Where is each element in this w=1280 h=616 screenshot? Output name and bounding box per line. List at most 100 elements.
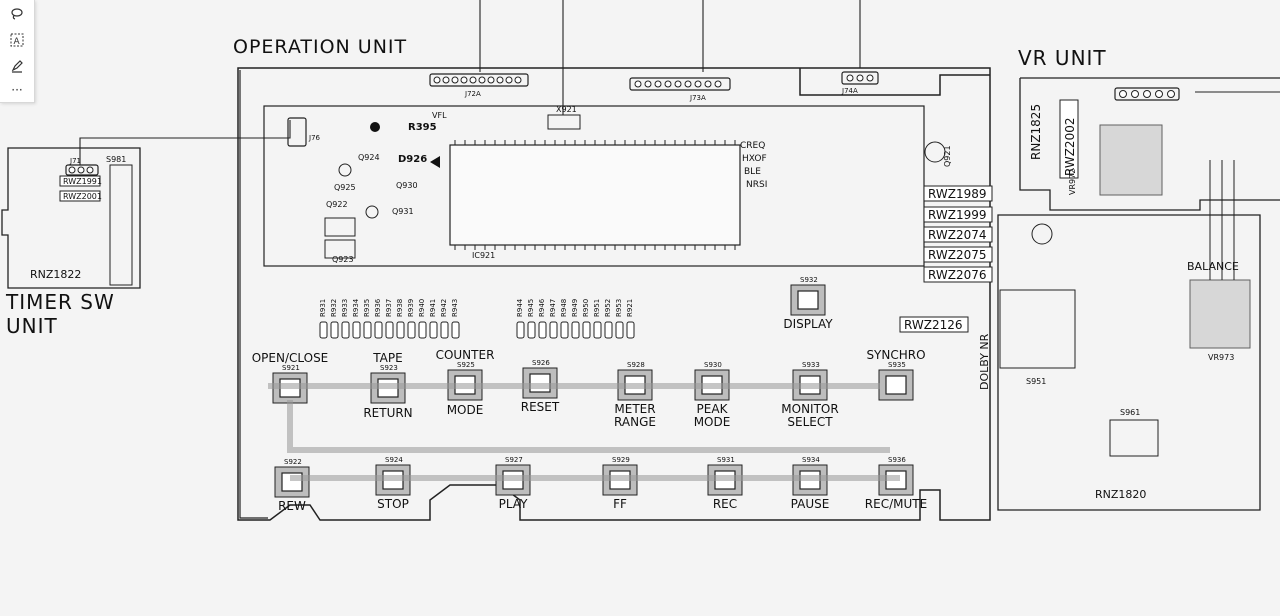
operation-board-outline bbox=[237, 67, 991, 521]
switch-id: S931 bbox=[717, 456, 735, 464]
resistor-label: R952 bbox=[604, 299, 612, 317]
q931-label: Q931 bbox=[392, 207, 414, 216]
resistor bbox=[560, 321, 569, 339]
button-label: RESET bbox=[521, 400, 560, 414]
vr972-pot bbox=[1099, 124, 1163, 196]
switch-id: S926 bbox=[532, 359, 550, 367]
button-label: DISPLAY bbox=[783, 317, 833, 331]
resistor bbox=[615, 321, 624, 339]
connector-label: J72A bbox=[464, 90, 481, 98]
resistor-label: R933 bbox=[341, 299, 349, 317]
button-label: MONITOR bbox=[781, 402, 838, 416]
button-label: PLAY bbox=[499, 497, 528, 511]
s951-label: S951 bbox=[1026, 377, 1046, 386]
vr-board-number: RNZ1825 bbox=[1029, 104, 1043, 160]
timer-board-number: RNZ1822 bbox=[30, 268, 81, 281]
switch-id: S932 bbox=[800, 276, 818, 284]
ic921-label: IC921 bbox=[472, 251, 495, 260]
resistor bbox=[352, 321, 361, 339]
svg-text:A: A bbox=[14, 37, 21, 47]
resistor-label: R935 bbox=[363, 299, 371, 317]
resistor-label: R946 bbox=[538, 298, 546, 317]
switch-button bbox=[885, 375, 907, 395]
button-label: METER bbox=[614, 402, 655, 416]
connector-j72a bbox=[429, 73, 529, 87]
timer-part-label: RWZ1991 bbox=[63, 177, 102, 186]
part-number-label: RWZ2074 bbox=[928, 228, 986, 242]
q924-label: Q924 bbox=[358, 153, 380, 162]
resistor bbox=[429, 321, 438, 339]
d926-label: D926 bbox=[398, 154, 427, 165]
resistor-label: R932 bbox=[330, 299, 338, 317]
q921-label: Q921 bbox=[943, 145, 952, 167]
part-number-label: RWZ2076 bbox=[928, 268, 986, 282]
vfl-label: VFL bbox=[432, 111, 447, 120]
button-label: FF bbox=[613, 497, 627, 511]
diode-symbol bbox=[430, 156, 440, 168]
resistor-label: R950 bbox=[582, 299, 590, 317]
connector-vr bbox=[1114, 87, 1180, 101]
button-label-line2: SELECT bbox=[787, 415, 833, 429]
switch-id: S930 bbox=[704, 361, 722, 369]
button-label-line2: RETURN bbox=[363, 406, 412, 420]
ic921-chip bbox=[449, 144, 741, 246]
connector-j71 bbox=[65, 164, 99, 176]
button-label: TAPE bbox=[372, 351, 402, 365]
s961-switch bbox=[1109, 419, 1159, 457]
resistor bbox=[538, 321, 547, 339]
timer-part-label: RWZ2001 bbox=[63, 192, 102, 201]
connector-label: J71 bbox=[69, 157, 81, 165]
button-label: REC bbox=[713, 497, 737, 511]
q922-label: Q922 bbox=[326, 200, 348, 209]
s981-label: S981 bbox=[106, 155, 126, 164]
switch-id: S921 bbox=[282, 364, 300, 372]
signal-label: NRSI bbox=[746, 180, 767, 190]
dolby-nr-label: DOLBY NR bbox=[978, 333, 991, 390]
resistor bbox=[604, 321, 613, 339]
button-label-line2: MODE bbox=[694, 415, 731, 429]
resistor-label: R934 bbox=[352, 298, 360, 317]
resistor bbox=[418, 321, 427, 339]
vr-board-upper-outline bbox=[1019, 77, 1280, 211]
button-label: PAUSE bbox=[791, 497, 830, 511]
vr973-balance-pot bbox=[1189, 279, 1251, 349]
lasso-icon[interactable] bbox=[5, 4, 29, 24]
text-select-icon[interactable]: A bbox=[5, 30, 29, 50]
switch-button bbox=[797, 290, 819, 310]
switch-id: S933 bbox=[802, 361, 820, 369]
switch-id: S936 bbox=[888, 456, 906, 464]
q923-label: Q923 bbox=[332, 255, 354, 264]
resistor bbox=[319, 321, 328, 339]
resistor-label: R944 bbox=[516, 298, 524, 317]
dolby-switch bbox=[999, 289, 1076, 369]
more-icon[interactable]: ··· bbox=[11, 83, 23, 97]
vr972-label: VR972 bbox=[1068, 169, 1077, 195]
resistor bbox=[330, 321, 339, 339]
test-point bbox=[370, 122, 380, 132]
vr-board-lower-outline bbox=[997, 214, 1261, 511]
switch-id: S925 bbox=[457, 361, 475, 369]
resistor bbox=[549, 321, 558, 339]
resistor bbox=[626, 321, 635, 339]
resistor bbox=[527, 321, 536, 339]
button-label: REC/MUTE bbox=[865, 497, 927, 511]
resistor-label: R942 bbox=[440, 299, 448, 317]
button-label: STOP bbox=[377, 497, 409, 511]
part-number-label: RWZ1999 bbox=[928, 208, 986, 222]
timer-sw-title-line1: TIMER SW bbox=[5, 290, 115, 314]
resistor-label: R948 bbox=[560, 299, 568, 317]
button-label: OPEN/CLOSE bbox=[252, 351, 329, 365]
part-number-label: RWZ2075 bbox=[928, 248, 986, 262]
vr-part-boxed: RWZ2002 bbox=[1063, 118, 1077, 176]
r395-label: R395 bbox=[408, 122, 437, 133]
resistor-label: R931 bbox=[319, 299, 327, 317]
s961-label: S961 bbox=[1120, 408, 1140, 417]
highlighter-icon[interactable] bbox=[5, 56, 29, 76]
resistor-label: R947 bbox=[549, 299, 557, 317]
switch-id: S929 bbox=[612, 456, 630, 464]
connector-j76 bbox=[287, 117, 307, 147]
q925-label: Q925 bbox=[334, 183, 356, 192]
connector-label: J74A bbox=[841, 87, 858, 95]
timer-sw-title-line2: UNIT bbox=[6, 314, 58, 338]
